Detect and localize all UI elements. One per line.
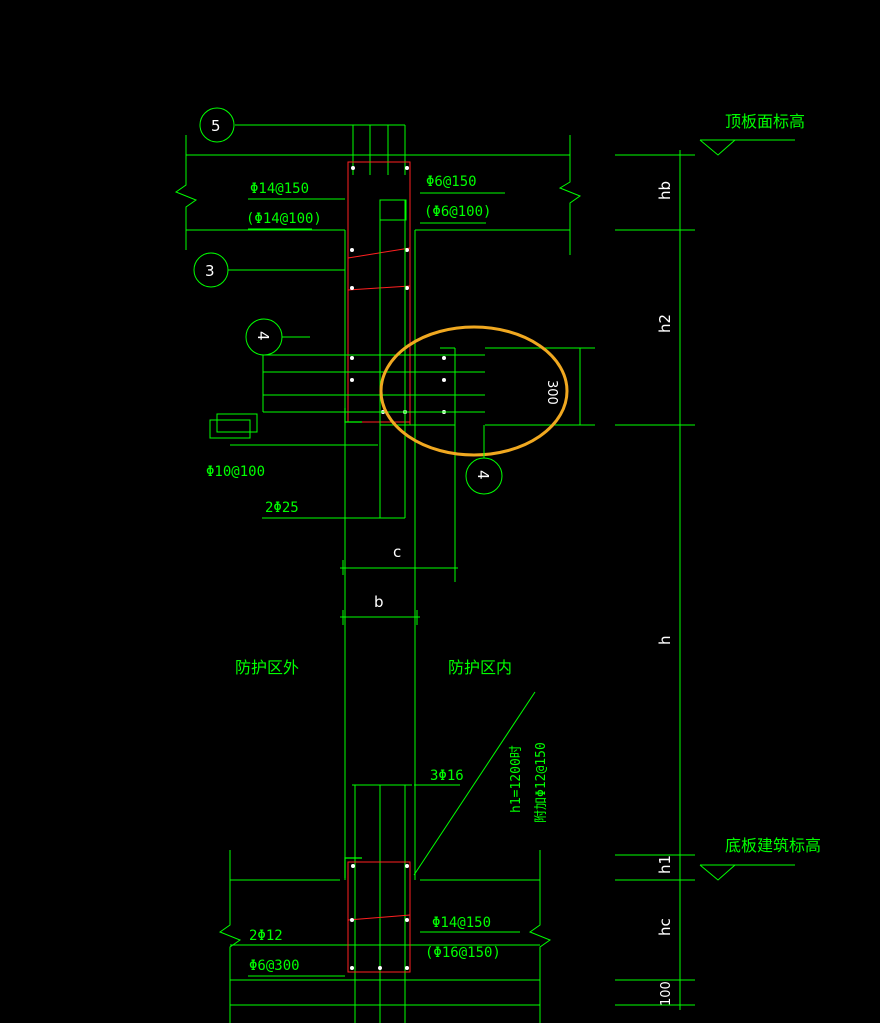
label-bottom-elevation: 底板建筑标高	[725, 836, 821, 855]
dim-hb: hb	[656, 181, 674, 200]
beam-detail	[230, 199, 595, 575]
top-slab	[174, 135, 582, 255]
dim-h2: h2	[656, 314, 674, 333]
label-top-rebar-b: (Φ14@100)	[246, 211, 322, 227]
label-left-bar: Φ10@100	[206, 464, 265, 480]
label-bottom-bar-b: (Φ16@150)	[425, 945, 501, 961]
leader-lines	[248, 192, 536, 876]
dim-h1: h1	[656, 855, 674, 874]
label-main-bar: 2Φ25	[265, 500, 299, 516]
label-3phi16: 3Φ16	[430, 768, 464, 784]
label-outside: 防护区外	[235, 658, 299, 677]
label-inside: 防护区内	[448, 658, 512, 677]
dim-h: h	[656, 635, 674, 645]
dim-300: 300	[544, 380, 559, 405]
axis-markers	[193, 107, 503, 495]
dim-100: 100	[659, 981, 674, 1006]
highlight-ellipse	[379, 325, 569, 457]
label-top-stirrup: Φ6@150	[426, 174, 477, 190]
label-top-rebar: Φ14@150	[250, 181, 309, 197]
axis-label-4b: 4	[474, 470, 492, 480]
wall-outline	[235, 124, 416, 880]
axis-label-4a: 4	[254, 331, 272, 341]
label-bottom-bar: Φ14@150	[432, 915, 491, 931]
label-top-elevation: 顶板面标高	[725, 112, 805, 131]
top-stirrup-red	[347, 161, 455, 425]
label-vertical-note-1: h1=1200时	[509, 745, 524, 813]
dim-c: c	[393, 543, 401, 561]
dimension-cb	[340, 500, 458, 625]
hook-symbol	[209, 413, 258, 439]
axis-label-3: 3	[205, 262, 215, 280]
axis-label-5: 5	[211, 117, 221, 135]
elevation-dimension	[615, 139, 795, 1010]
label-top-stirrup-b: (Φ6@100)	[424, 204, 491, 220]
label-vertical-note-2: 附加Φ12@150	[534, 742, 549, 823]
dim-hc: hc	[656, 918, 674, 936]
rebar-dots	[350, 166, 446, 414]
label-bottom-2phi12: 2Φ12	[249, 928, 283, 944]
dim-b: b	[374, 593, 384, 611]
bottom-slab	[218, 784, 552, 1023]
label-bottom-phi6: Φ6@300	[249, 958, 300, 974]
